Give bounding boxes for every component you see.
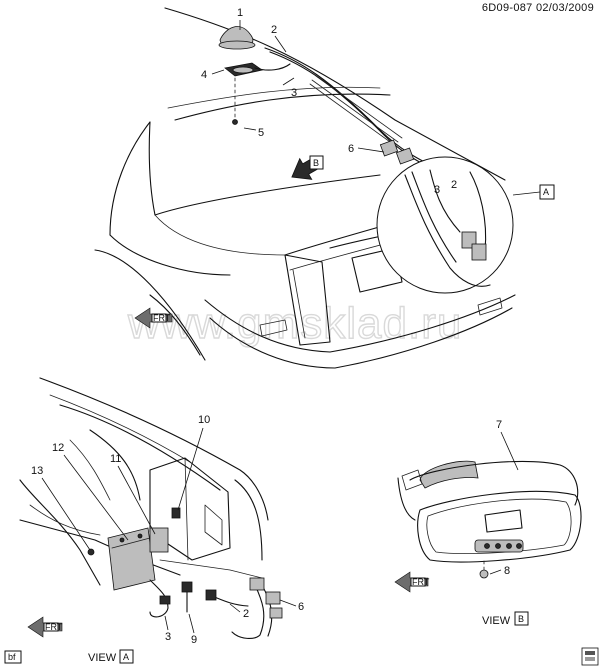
view-a-caption: VIEW A	[88, 649, 134, 664]
callout-12: 12	[52, 442, 64, 454]
view-b-label: VIEW	[482, 615, 511, 627]
corner-tag: bf	[4, 650, 22, 664]
callout-11: 11	[110, 453, 121, 465]
callout-3: 3	[291, 87, 297, 99]
view-b-callouts: 7 8	[489, 419, 519, 577]
callout-detail-2: 2	[451, 179, 457, 191]
callout-4: 4	[201, 69, 207, 81]
callout-1: 1	[237, 7, 243, 19]
view-a-callouts: 10 12 11 13 6 2 3 9	[31, 414, 304, 646]
view-b-caption: VIEW B	[482, 611, 529, 627]
trunk-view-illustration	[19, 377, 283, 639]
watermark-text: www.gmsklad.ru	[127, 299, 462, 348]
detail-a-marker: A	[543, 187, 549, 197]
forward-arrow-view-a-label: FRT	[45, 622, 63, 632]
callout-13: 13	[31, 465, 43, 477]
callout-view-a-2: 2	[243, 608, 249, 620]
callout-7: 7	[496, 419, 502, 431]
callout-view-a-6: 6	[298, 601, 304, 613]
view-b-marker: B	[313, 158, 319, 168]
view-a-letter: A	[123, 652, 129, 662]
view-b-letter: B	[518, 614, 524, 624]
corner-logo-icon	[581, 647, 599, 666]
callout-5: 5	[258, 127, 264, 139]
callout-2: 2	[271, 24, 277, 36]
car-rear-illustration	[94, 7, 516, 369]
corner-tag-text: bf	[8, 652, 16, 662]
mirror-illustration	[397, 460, 582, 579]
antenna-assembly	[218, 26, 291, 125]
diagram-date: 02/03/2009	[535, 2, 594, 14]
detail-circle-a: A 3 2	[376, 156, 555, 294]
callout-10: 10	[198, 414, 210, 426]
forward-arrow-view-b: FRT	[394, 571, 430, 593]
callout-view-a-9: 9	[191, 634, 197, 646]
callout-view-a-3: 3	[165, 631, 171, 643]
callout-8: 8	[504, 565, 510, 577]
forward-arrow-view-a: FRT	[27, 616, 63, 638]
callout-6: 6	[348, 143, 354, 155]
forward-arrow-top-label: FRT	[153, 313, 171, 323]
forward-arrow-view-b-label: FRT	[412, 577, 430, 587]
callout-detail-3: 3	[434, 184, 440, 196]
view-b-direction-arrow: B	[291, 155, 324, 180]
top-callouts: 1 2 3 4 5 6	[201, 7, 385, 155]
forward-arrow-top: FRT	[134, 307, 173, 329]
diagram-header: 6D09-087 02/03/2009	[482, 2, 594, 14]
view-a-label: VIEW	[88, 652, 117, 664]
diagram-code: 6D09-087	[481, 2, 533, 14]
